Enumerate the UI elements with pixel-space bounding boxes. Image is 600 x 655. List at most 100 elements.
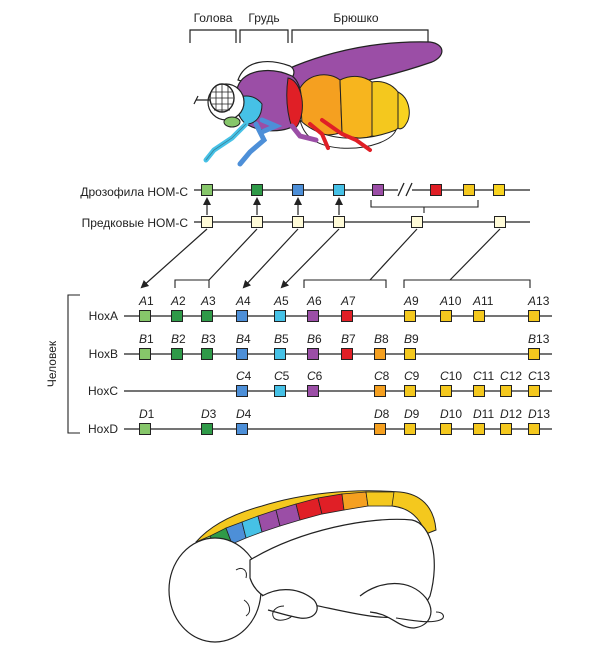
hox-gene-box <box>171 348 183 360</box>
embryo-illustration <box>168 490 445 643</box>
ancestral-genes <box>201 216 506 228</box>
hox-gene-box <box>236 423 248 435</box>
hox-gene-label: A11 <box>472 294 494 308</box>
hox-gene-label: D4 <box>236 407 252 421</box>
hox-gene-label: C13 <box>528 369 550 383</box>
hox-gene-box <box>528 423 540 435</box>
ancestral-gene-box <box>333 216 345 228</box>
hox-gene-box <box>404 310 416 322</box>
hox-gene-label: B6 <box>307 332 322 346</box>
thorax-bracket <box>239 29 289 43</box>
hox-gene-label: C9 <box>404 369 420 383</box>
hox-gene-label: A9 <box>403 294 419 308</box>
drosophila-gene-box <box>493 184 505 196</box>
hox-gene-label: C4 <box>236 369 252 383</box>
hox-gene-box <box>473 423 485 435</box>
hox-gene-label: C8 <box>374 369 390 383</box>
hox-gene-label: C12 <box>500 369 522 383</box>
abdomen-bracket <box>291 29 429 43</box>
embryo-foot <box>395 611 445 623</box>
hox-gene-label: B3 <box>201 332 216 346</box>
human-bracket <box>67 294 80 434</box>
hox-gene-box <box>201 348 213 360</box>
hox-gene-label: A10 <box>439 294 462 308</box>
hox-gene-label: A13 <box>527 294 550 308</box>
embryo-ear <box>235 567 247 579</box>
embryo-leg <box>359 582 432 629</box>
drosophila-gene-box <box>372 184 384 196</box>
thorax-label: Грудь <box>248 11 279 25</box>
hox-gene-label: D1 <box>139 407 155 421</box>
hox-gene-label: B5 <box>274 332 289 346</box>
hox-gene-label: D13 <box>528 407 550 421</box>
ancestral-gene-box <box>494 216 506 228</box>
hox-gene-box <box>528 385 540 397</box>
hox-gene-label: D8 <box>374 407 390 421</box>
fly-thorax-rear <box>286 77 303 129</box>
hox-gene-box <box>201 423 213 435</box>
hox-gene-box <box>139 310 151 322</box>
hox-gene-box <box>473 310 485 322</box>
ancestral-to-human-links <box>140 228 501 289</box>
hox-gene-label: A6 <box>306 294 322 308</box>
hox-gene-box <box>274 385 286 397</box>
ancestral-gene-box <box>251 216 263 228</box>
hox-gene-box <box>528 348 540 360</box>
hox-gene-label: C6 <box>307 369 323 383</box>
ancestral-gene-box <box>292 216 304 228</box>
hox-gene-box <box>404 423 416 435</box>
hox-gene-label: B7 <box>341 332 356 346</box>
hox-gene-label: C5 <box>274 369 290 383</box>
embryo-head <box>168 537 262 643</box>
hox-gene-label: A4 <box>235 294 251 308</box>
cluster-label: HoxA <box>89 309 118 323</box>
abdomen-label: Брюшко <box>333 11 379 25</box>
hox-gene-box <box>274 310 286 322</box>
drosophila-gene-box <box>430 184 442 196</box>
hox-gene-box <box>500 423 512 435</box>
human-label: Человек <box>45 340 59 387</box>
hox-gene-box <box>374 423 386 435</box>
cluster-label: HoxD <box>88 422 118 436</box>
embryo-hand <box>272 605 293 621</box>
hox-gene-label: D11 <box>473 407 494 421</box>
hox-gene-label: B8 <box>374 332 389 346</box>
drosophila-gene-box <box>292 184 304 196</box>
human-group-brackets <box>174 279 531 288</box>
cluster-label: HoxC <box>88 384 118 398</box>
hox-gene-box <box>374 385 386 397</box>
hox-gene-box <box>374 348 386 360</box>
hox-gene-box <box>201 310 213 322</box>
hox-gene-box <box>404 385 416 397</box>
ancestral-row-label: Предковые HOM-C <box>82 216 189 230</box>
hox-gene-label: D9 <box>404 407 420 421</box>
ancestral-gene-box <box>201 216 213 228</box>
hox-gene-label: A3 <box>200 294 216 308</box>
fly-legs <box>203 117 372 167</box>
hox-gene-box <box>307 348 319 360</box>
hox-gene-box <box>528 310 540 322</box>
hox-gene-box <box>307 385 319 397</box>
fly-mouthpart <box>223 116 241 128</box>
hox-gene-label: D3 <box>201 407 217 421</box>
hox-gene-box <box>139 348 151 360</box>
drosophila-gene-box <box>463 184 475 196</box>
hox-gene-box <box>404 348 416 360</box>
hox-gene-label: B13 <box>528 332 550 346</box>
hox-gene-box <box>440 385 452 397</box>
head-label: Голова <box>194 11 233 25</box>
embryo-arm <box>261 589 318 619</box>
hox-gene-box <box>274 348 286 360</box>
hox-gene-label: D10 <box>440 407 462 421</box>
hox-gene-label: B4 <box>236 332 251 346</box>
hox-gene-label: A2 <box>170 294 186 308</box>
hox-gene-box <box>307 310 319 322</box>
drosophila-row-label: Дрозофила HOM-C <box>80 185 188 199</box>
